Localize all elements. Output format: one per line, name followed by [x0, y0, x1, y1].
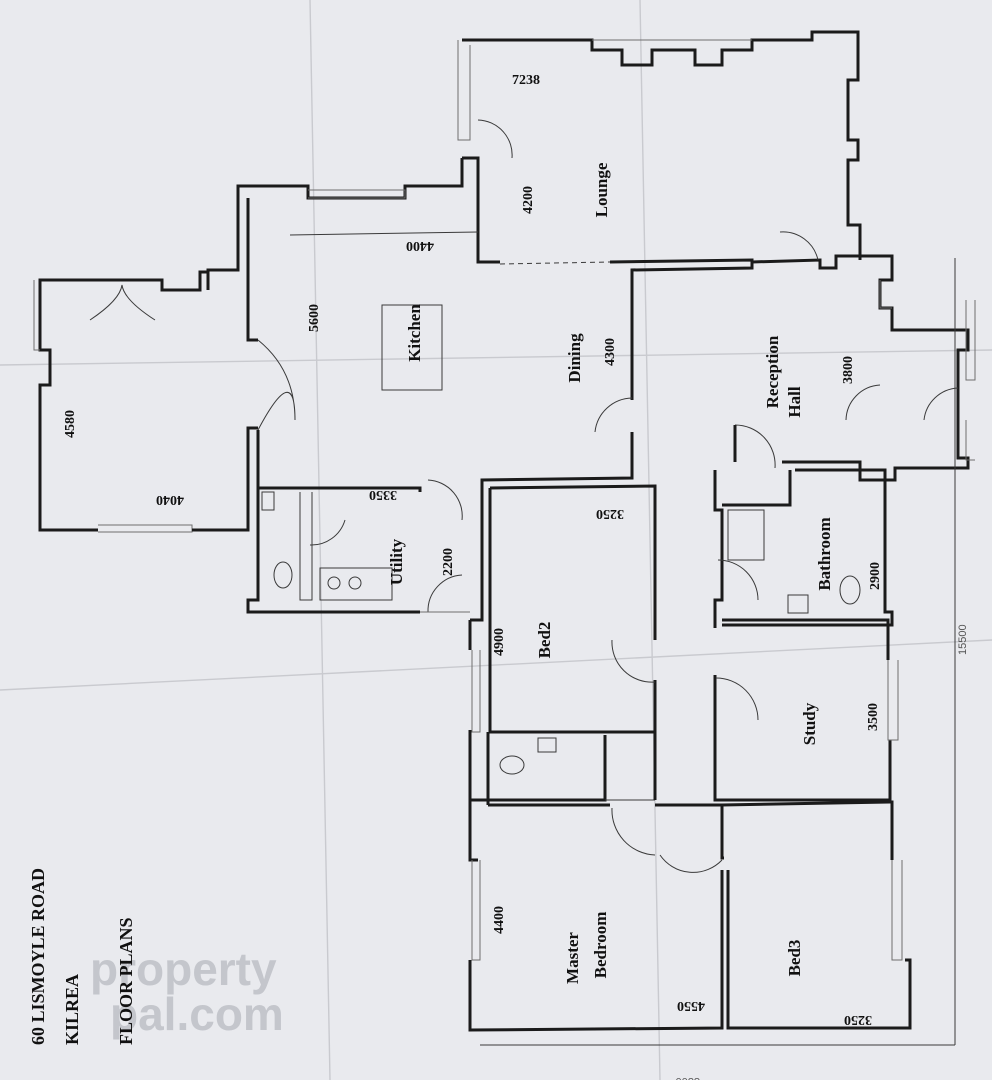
study-depth-dim: 3500	[866, 703, 881, 731]
utility-hall-door	[427, 479, 463, 521]
wc-basin	[261, 491, 275, 511]
wc-toilet	[273, 561, 293, 589]
lounge-label: Lounge	[592, 162, 611, 217]
bed2-walls	[468, 484, 657, 734]
sunroom-width-dim: 4040	[156, 492, 184, 507]
utility-width-dim: 3350	[369, 487, 397, 502]
dining-label: Dining	[565, 333, 584, 383]
lounge-depth-dim: 4200	[521, 186, 536, 214]
sunroom-depth-dim: 4580	[63, 410, 78, 438]
master-depth-dim: 4400	[492, 906, 507, 934]
study-label: Study	[800, 702, 819, 745]
lounge-width-dim: 7238	[512, 73, 540, 88]
bed3-width-dim: 3250	[844, 1012, 872, 1027]
bed2-width-dim: 3250	[596, 506, 624, 521]
dining-depth-dim: 4300	[603, 338, 618, 366]
ensuite-walls	[468, 730, 657, 805]
watermark-line-1: property	[90, 943, 277, 995]
title-floor-plans: FLOOR PLANS	[116, 917, 136, 1045]
bed2-door	[611, 639, 656, 683]
kitchen-walls	[206, 158, 479, 431]
dining-door	[594, 397, 633, 433]
utility-sink-2	[348, 576, 362, 590]
bathroom-door	[717, 559, 759, 601]
reception-label-line1: Reception	[763, 335, 782, 408]
reception-label-line2: Hall	[785, 386, 804, 417]
paper-fold	[0, 639, 992, 691]
overall-width-dim: 8500	[676, 1075, 700, 1080]
kitchen-ceiling-line	[289, 231, 479, 236]
kitchen-label: Kitchen	[405, 304, 424, 362]
bed3-door	[659, 854, 723, 873]
reception-walls	[751, 231, 976, 482]
kitchen-island	[381, 304, 443, 391]
paper-fold	[309, 0, 331, 1080]
hall-cupboard-door	[734, 424, 776, 469]
bathroom-toilet	[839, 575, 861, 605]
title-address: 60 LISMOYLE ROAD	[28, 868, 48, 1045]
ensuite-basin	[537, 737, 557, 753]
bathroom-depth-dim: 2900	[868, 562, 883, 590]
paper-fold	[639, 0, 661, 1080]
paper-fold	[0, 349, 992, 366]
reception-lounge-door	[779, 231, 819, 261]
dimension-lines: 15500 8500	[480, 258, 969, 1080]
ensuite-toilet	[499, 755, 525, 775]
kitchen-sunroom-door	[257, 339, 296, 431]
master-label-line2: Bedroom	[591, 912, 610, 979]
utility-sink-1	[327, 576, 341, 590]
bed2-depth-dim: 4900	[492, 628, 507, 656]
bed3-walls	[659, 800, 912, 1030]
front-door-right	[923, 387, 959, 421]
dining-walls	[470, 258, 754, 622]
plan-title: 60 LISMOYLE ROAD KILREA FLOOR PLANS	[28, 868, 136, 1045]
lounge-walls	[457, 30, 862, 264]
utility-door	[309, 519, 346, 546]
reception-depth-dim: 3800	[841, 356, 856, 384]
utility-depth-dim: 2200	[441, 548, 456, 576]
lounge-door	[477, 119, 513, 159]
master-walls	[468, 800, 724, 1032]
bathroom-label: Bathroom	[815, 517, 834, 590]
front-door-left	[845, 384, 881, 421]
master-label-line1: Master	[563, 932, 582, 984]
watermark: property pal.com	[90, 943, 284, 1040]
title-town: KILREA	[62, 974, 82, 1045]
kitchen-width-dim: 4400	[406, 238, 434, 253]
kitchen-depth-dim: 5600	[307, 304, 322, 332]
utility-worktop	[319, 567, 393, 601]
master-width-dim: 4550	[677, 998, 705, 1013]
bed3-label: Bed3	[785, 940, 804, 977]
utility-walls	[246, 430, 470, 614]
overall-length-dim: 15500	[957, 624, 969, 655]
bed2-label: Bed2	[535, 622, 554, 659]
utility-label: Utility	[387, 538, 406, 585]
bathroom-walls	[713, 424, 894, 628]
dining-opening	[499, 261, 611, 265]
bathroom-shower	[727, 509, 765, 561]
sunroom-walls	[33, 270, 258, 533]
sunroom-french-door	[89, 284, 156, 321]
study-walls	[713, 618, 899, 802]
study-door	[715, 677, 759, 721]
watermark-line-2: pal.com	[110, 988, 284, 1040]
bathroom-basin	[787, 594, 809, 614]
utility-side-door	[427, 574, 463, 613]
master-door	[611, 807, 656, 856]
